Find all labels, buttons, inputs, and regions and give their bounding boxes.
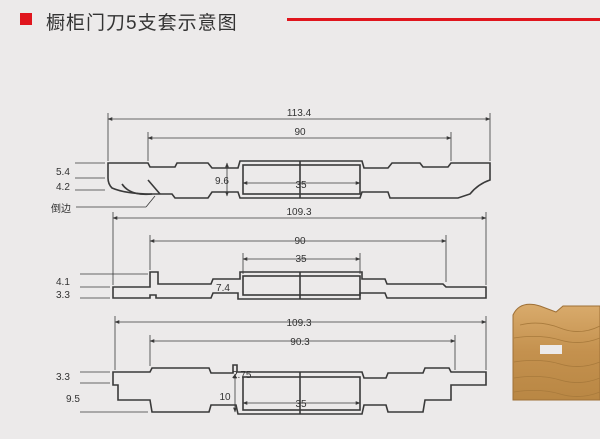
- dim-bottom-left-lower: 9.5: [66, 394, 80, 405]
- profile-top-outline: [107, 160, 491, 199]
- dim-top-callout: 倒边: [51, 203, 71, 215]
- dim-top-overall: 113.4: [287, 108, 312, 119]
- dim-top-inner: 35: [295, 180, 307, 191]
- dim-top-height: 9.6: [215, 176, 229, 187]
- dim-bottom-height: 10: [219, 392, 231, 403]
- profile-bottom: [112, 364, 487, 415]
- dim-middle-height: 7.4: [216, 283, 230, 294]
- dim-middle-left-lower: 3.3: [56, 290, 70, 301]
- dim-bottom-overall: 109.3: [286, 318, 311, 329]
- page-header: 橱柜门刀5支套示意图: [0, 0, 600, 44]
- profile-middle: [112, 271, 487, 300]
- dims-bottom: [80, 316, 487, 413]
- wood-sample-image: [512, 303, 600, 401]
- dim-bottom-inner: 35: [295, 399, 307, 410]
- dims-middle: [80, 212, 487, 299]
- dim-bottom-left-upper: 3.3: [56, 372, 70, 383]
- dim-top-left-lower: 4.2: [56, 182, 70, 193]
- dim-top-middle: 90: [294, 127, 306, 138]
- dims-top: [75, 113, 491, 208]
- dim-middle-overall: 109.3: [286, 207, 311, 218]
- dim-middle-inner: 35: [295, 254, 307, 265]
- dim-bottom-step: 2.75: [232, 370, 252, 381]
- dim-bottom-middle: 90.3: [290, 337, 310, 348]
- page-title: 橱柜门刀5支套示意图: [46, 13, 238, 34]
- title-rule: [287, 18, 600, 21]
- title-marker: [20, 13, 32, 25]
- dim-top-left-upper: 5.4: [56, 167, 70, 178]
- dim-middle-middle: 90: [294, 236, 306, 247]
- dim-middle-left-upper: 4.1: [56, 277, 70, 288]
- profile-top: [107, 160, 491, 199]
